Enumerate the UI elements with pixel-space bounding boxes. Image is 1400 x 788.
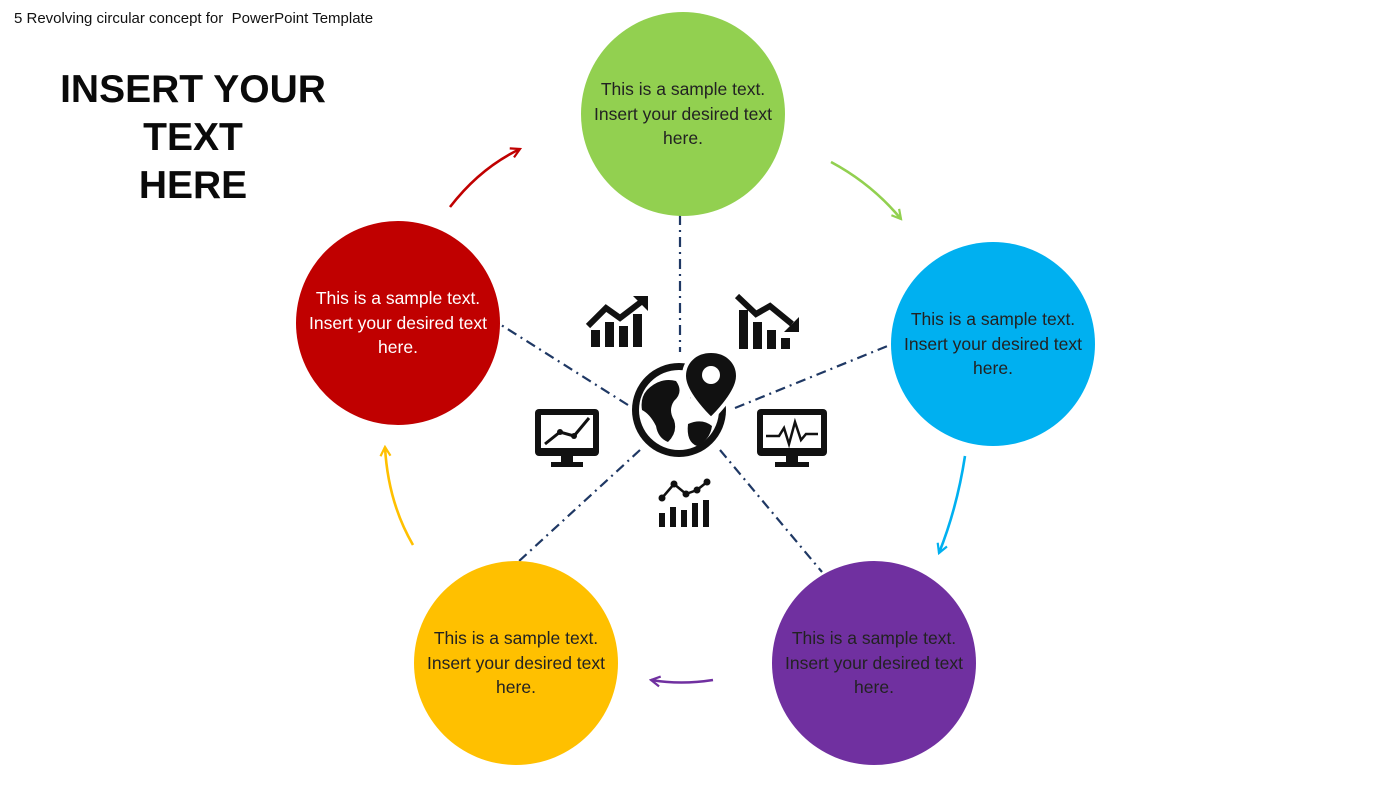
arrow-purple-to-yellow <box>651 680 714 683</box>
arrow-yellow-to-red <box>385 447 415 546</box>
slide-heading: INSERT YOUR TEXT HERE <box>8 66 378 210</box>
arrow-red-to-green <box>448 149 520 208</box>
node-text-line-2: Insert your desired text <box>594 103 772 124</box>
globe-location-icon <box>632 348 741 457</box>
node-text-line-2: Insert your desired text <box>904 333 1082 354</box>
node-text-line-3: here. <box>378 337 418 358</box>
node-text-line-2: Insert your desired text <box>309 312 487 333</box>
arrow-blue-to-purple <box>939 455 967 553</box>
node-left-circle: This is a sample text. Insert your desir… <box>296 221 500 425</box>
connector-right <box>734 343 891 410</box>
node-text-line-2: Insert your desired text <box>785 652 963 673</box>
slide-subtitle: 5 Revolving circular concept for PowerPo… <box>14 10 374 27</box>
arrow-green-to-blue <box>830 160 901 219</box>
decline-chart-icon <box>734 293 799 349</box>
node-text-line-1: This is a sample text. <box>600 79 766 100</box>
line-bar-chart-icon <box>658 478 711 527</box>
node-text-line-1: This is a sample text. <box>315 288 481 309</box>
node-text-line-3: here. <box>496 677 536 698</box>
node-text-line-3: here. <box>973 358 1013 379</box>
node-text-line-2: Insert your desired text <box>427 652 605 673</box>
heading-line-1: INSERT YOUR TEXT <box>60 68 326 159</box>
node-text-line-1: This is a sample text. <box>910 309 1076 330</box>
node-bottom-right-circle: This is a sample text. Insert your desir… <box>772 561 976 765</box>
connector-lines <box>497 215 891 573</box>
monitor-graph-icon <box>535 409 599 467</box>
connector-bottom-right <box>719 449 823 573</box>
node-text-line-1: This is a sample text. <box>433 628 599 649</box>
node-bottom-left-circle: This is a sample text. Insert your desir… <box>414 561 618 765</box>
connector-left <box>497 322 629 406</box>
connector-bottom-left <box>517 449 641 563</box>
growth-chart-icon <box>585 296 648 347</box>
node-text-line-3: here. <box>854 677 894 698</box>
heading-line-2: HERE <box>138 164 248 207</box>
node-text-line-1: This is a sample text. <box>791 628 957 649</box>
monitor-pulse-icon <box>757 409 827 467</box>
node-text-line-3: here. <box>663 128 703 149</box>
node-right-circle: This is a sample text. Insert your desir… <box>891 242 1095 446</box>
node-top-circle: This is a sample text. Insert your desir… <box>581 12 785 216</box>
